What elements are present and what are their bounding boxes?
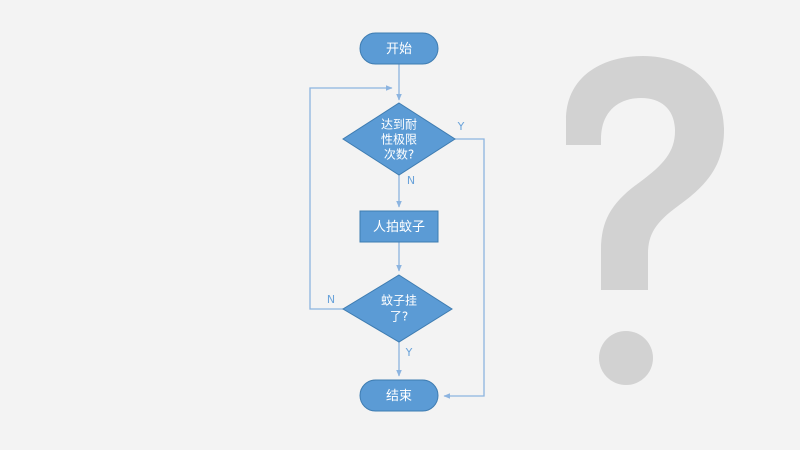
node-decision-patience[interactable]: 达到耐 性极限 次数? bbox=[342, 102, 456, 176]
connectors bbox=[309, 64, 485, 399]
decision-dead-label-line2: 了? bbox=[390, 310, 408, 324]
start-label: 开始 bbox=[386, 42, 412, 57]
edge-label-dead-yes: Y bbox=[405, 346, 413, 359]
edge-patience-yes-to-end bbox=[443, 138, 485, 399]
decision-patience-label-line3: 次数? bbox=[384, 147, 414, 162]
question-mark-icon bbox=[566, 56, 724, 290]
decision-dead-shape[interactable] bbox=[342, 274, 453, 343]
decision-patience-label-line1: 达到耐 bbox=[381, 118, 417, 132]
edge-label-dead-no: N bbox=[327, 293, 335, 306]
question-mark-dot-icon bbox=[599, 331, 653, 385]
question-mark-watermark bbox=[566, 56, 724, 385]
node-process-swat[interactable]: 人拍蚊子 bbox=[359, 210, 439, 243]
process-swat-shape[interactable] bbox=[359, 210, 439, 243]
process-swat-label: 人拍蚊子 bbox=[373, 220, 425, 235]
edge-label-patience-no: N bbox=[407, 174, 415, 187]
edge-dead-no-loop bbox=[309, 85, 393, 310]
decision-patience-label-line2: 性极限 bbox=[381, 133, 417, 147]
decision-dead-label-line1: 蚊子挂 bbox=[381, 293, 417, 308]
decision-patience-shape[interactable] bbox=[342, 102, 456, 176]
start-shape[interactable] bbox=[359, 32, 439, 65]
end-label: 结束 bbox=[386, 389, 412, 404]
node-decision-dead[interactable]: 蚊子挂 了? bbox=[342, 274, 453, 343]
edge-label-patience-yes: Y bbox=[457, 120, 465, 133]
node-start[interactable]: 开始 bbox=[359, 32, 439, 65]
node-end[interactable]: 结束 bbox=[359, 379, 439, 412]
end-shape[interactable] bbox=[359, 379, 439, 412]
